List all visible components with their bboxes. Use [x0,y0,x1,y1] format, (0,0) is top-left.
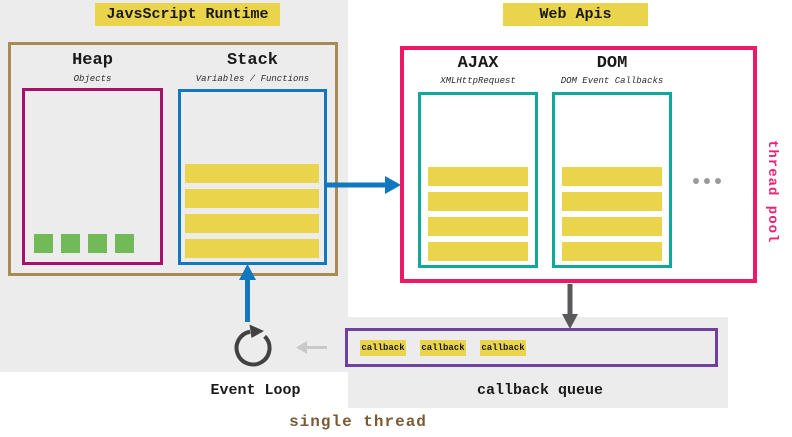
ellipsis-dot [715,178,721,184]
heap-title: Heap [72,51,113,70]
dom-box [552,92,672,268]
ellipsis-dot [704,178,710,184]
single-thread-label: single thread [289,413,427,431]
dom-title: DOM [596,54,628,73]
heap-object-square [115,234,134,253]
stack-frame-bar [185,239,319,258]
heap-box [22,88,163,265]
web-apis-chip: Web Apis [503,3,648,26]
stack-frame-bar [185,189,319,208]
stack-frame-bar [185,214,319,233]
runtime-panel-background [0,0,348,372]
stack-title: Stack [226,51,278,70]
stack-box [178,89,327,265]
callback-chip: callback [480,339,526,356]
ajax-task-bar [428,217,528,236]
stack-subtitle: Variables / Functions [195,74,310,84]
callback-queue-box: callback callback callback [345,328,718,367]
queue-to-eventloop-arrow-icon [296,341,327,354]
ajax-tasks [428,167,528,261]
thread-pool-label: thread pool [764,140,780,244]
ajax-subtitle: XMLHttpRequest [440,76,516,86]
dom-tasks [562,167,662,261]
heap-object-square [88,234,107,253]
js-runtime-chip: JavsScript Runtime [95,3,280,26]
callback-chip: callback [360,339,406,356]
stack-to-webapis-arrow-icon [327,176,401,194]
runtime-box [8,42,338,276]
dom-task-bar [562,167,662,186]
heap-object-square [34,234,53,253]
eventloop-to-stack-arrow-icon [239,264,256,322]
heap-object-square [61,234,80,253]
stack-frames [185,164,319,258]
ajax-task-bar [428,242,528,261]
ajax-task-bar [428,167,528,186]
more-apis-ellipsis-icon [693,178,721,184]
stack-frame-bar [185,164,319,183]
ajax-title: AJAX [457,54,499,73]
callback-queue-items: callback callback callback [348,331,715,364]
event-loop-label: Event Loop [210,382,301,399]
ajax-box [418,92,538,268]
event-loop-icon [234,324,272,367]
queue-panel-background [348,317,728,408]
callback-chip: callback [420,339,466,356]
ellipsis-dot [693,178,699,184]
dom-task-bar [562,217,662,236]
callback-queue-label: callback queue [476,382,604,399]
dom-task-bar [562,242,662,261]
dom-subtitle: DOM Event Callbacks [560,76,664,86]
ajax-task-bar [428,192,528,211]
heap-objects [34,234,134,253]
dom-task-bar [562,192,662,211]
webapis-to-queue-arrow-icon [562,284,578,329]
heap-subtitle: Objects [73,74,112,84]
